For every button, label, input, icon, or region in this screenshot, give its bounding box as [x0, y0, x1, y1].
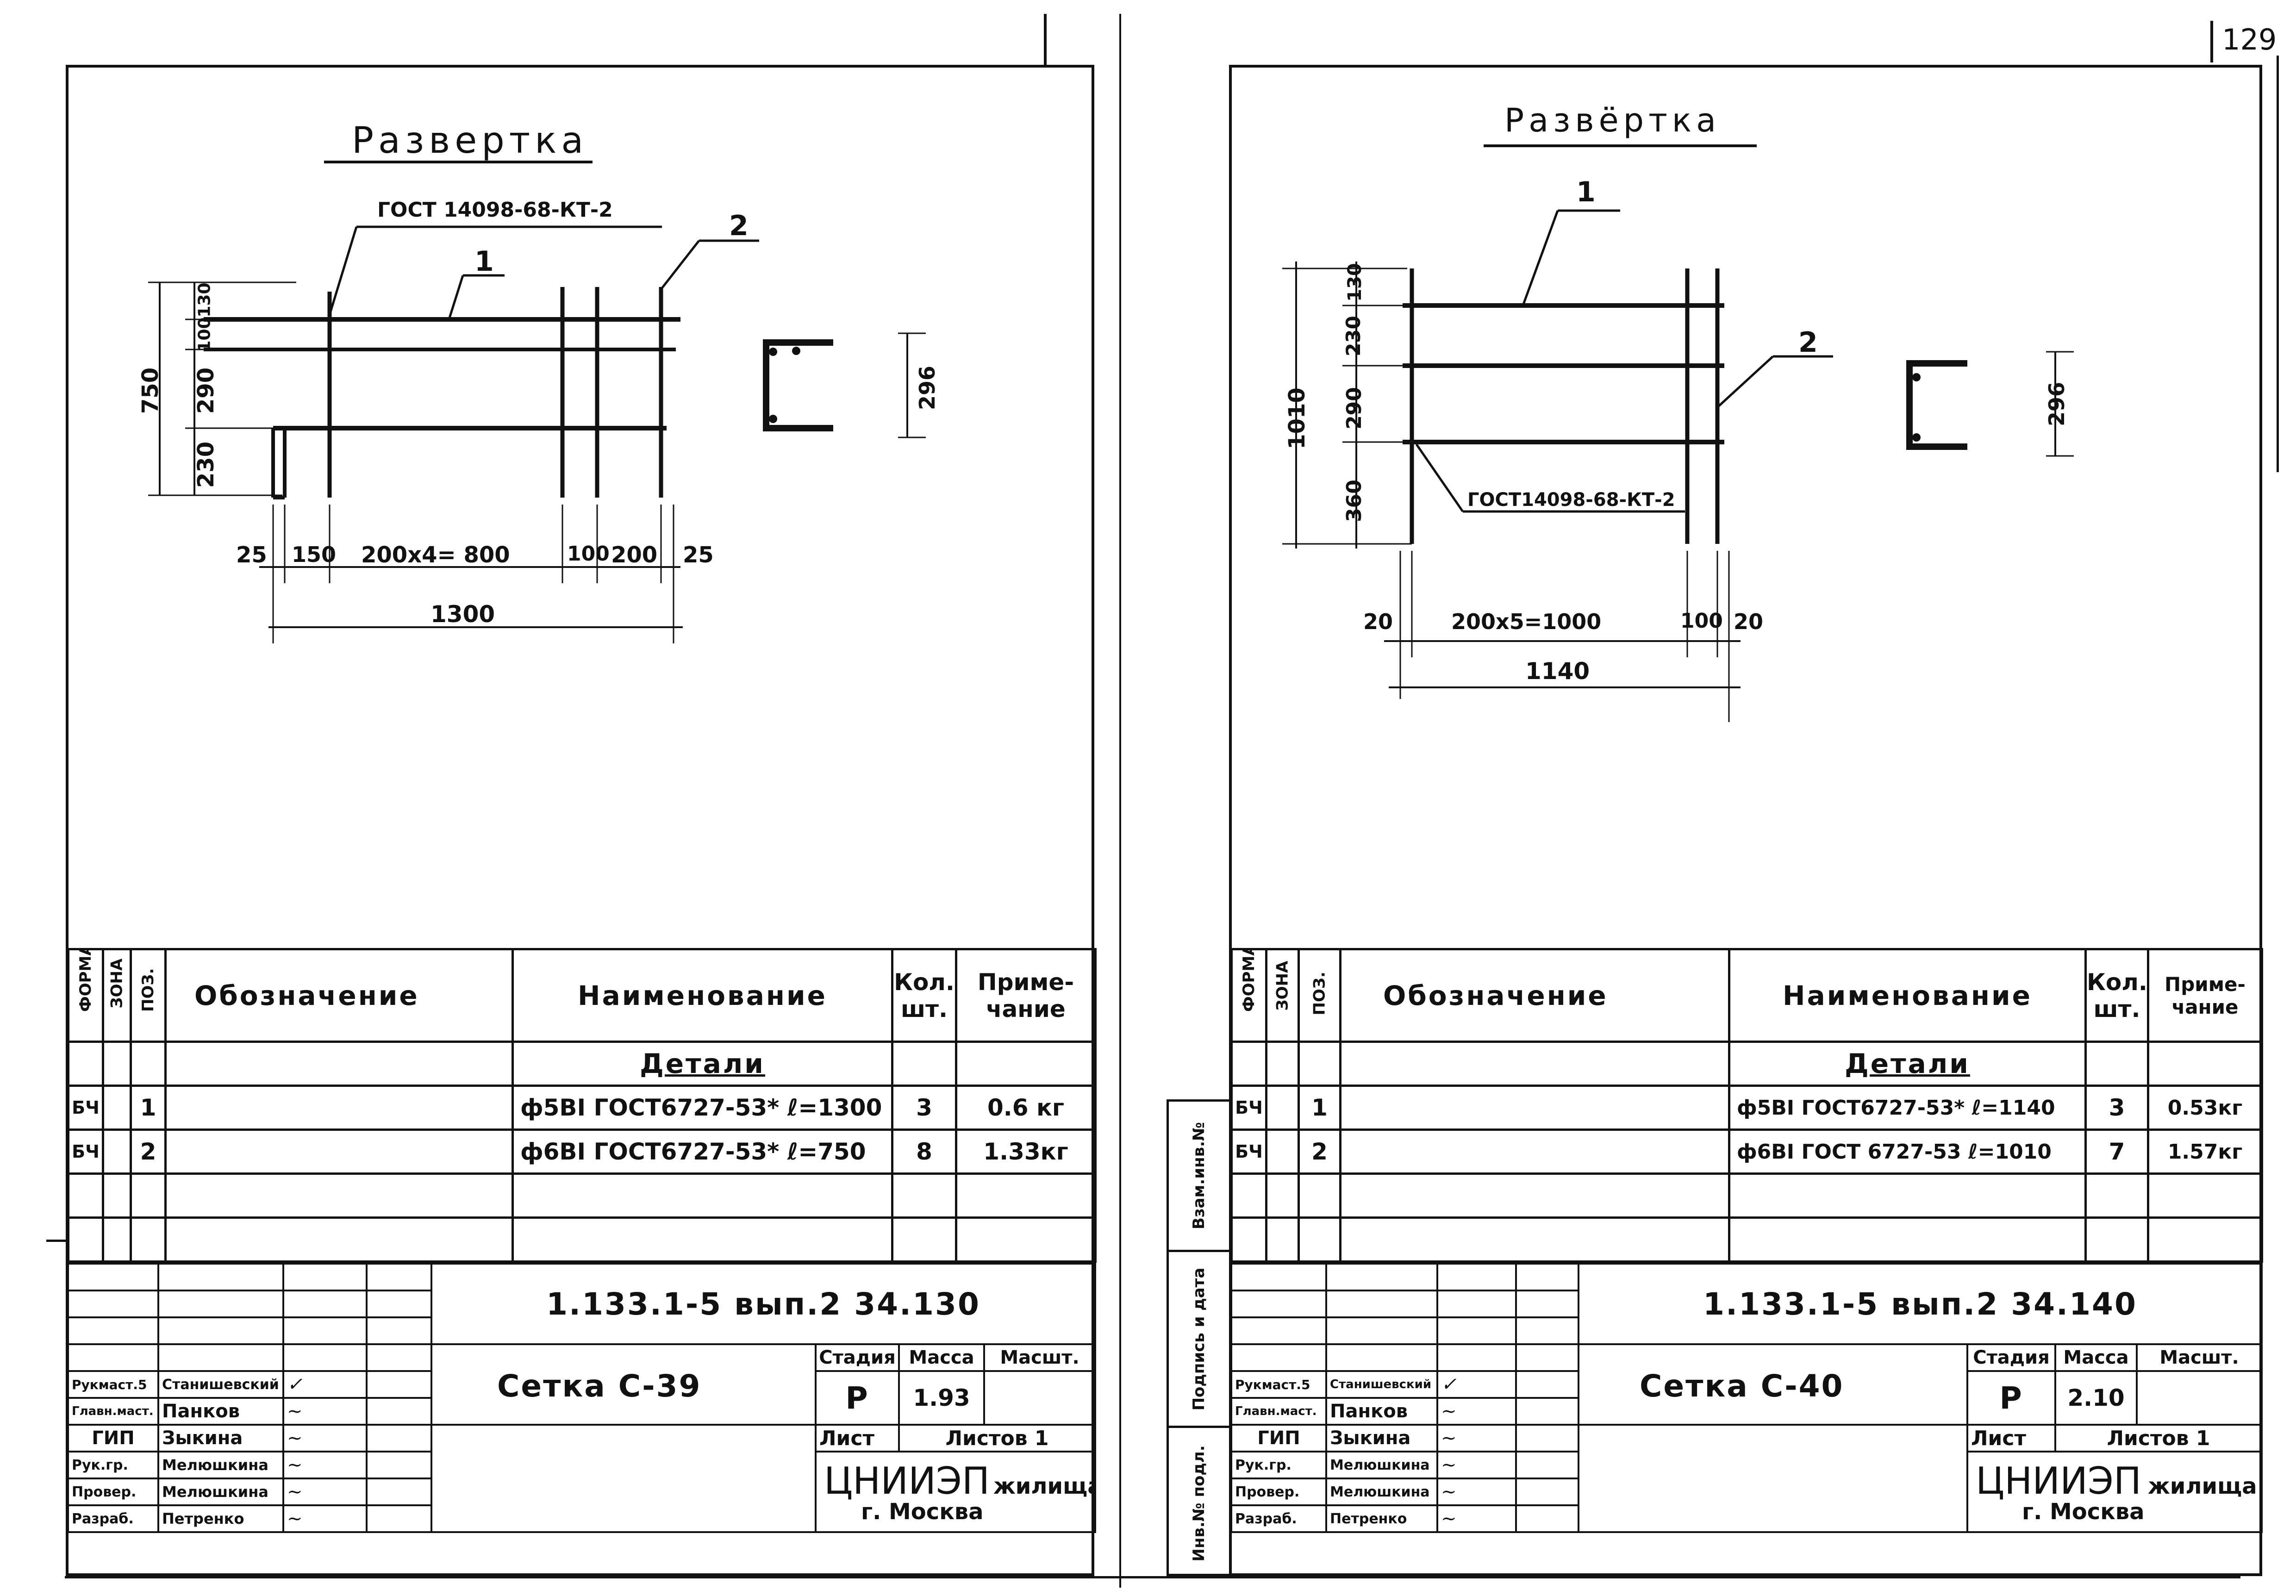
- signature: ~: [1436, 1451, 1517, 1479]
- left-dim-h-100: 100: [567, 542, 610, 566]
- left-dim-h-25a: 25: [236, 542, 267, 568]
- right-dim-1010: 1010: [1284, 387, 1310, 449]
- left-dim-h-25b: 25: [683, 542, 714, 568]
- left-dim-h-150: 150: [292, 542, 337, 567]
- right-col-designation: Обозначение: [1339, 948, 1730, 1043]
- left-org-block: ЦНИИЭП жилища г. Москва: [814, 1451, 1097, 1533]
- left-title-block: 1.133.1-5 вып.2 34.130 Сетка С-39 Стадия…: [67, 1263, 1097, 1533]
- left-dim-130: 130: [195, 282, 214, 318]
- right-spec-table: ФОРМАТ ЗОНА ПОЗ. Обозначение Наименовани…: [1230, 948, 2263, 1263]
- right-dim-h-1000: 200x5=1000: [1451, 609, 1602, 634]
- right-dim-h-100: 100: [1680, 609, 1723, 633]
- left-col-note: Приме-чание: [955, 948, 1097, 1043]
- right-pos2-label: 2: [1798, 326, 1818, 359]
- left-section-details: Детали: [512, 1041, 893, 1087]
- left-pos2-label: 2: [729, 210, 749, 242]
- top-tick-left: [1044, 14, 1047, 65]
- right-col-note: Приме-чание: [2147, 948, 2263, 1043]
- right-dim-290: 290: [1342, 387, 1366, 430]
- left-dim-h-800: 200x4= 800: [361, 542, 510, 568]
- signature: ~: [1436, 1478, 1517, 1506]
- right-col-format: ФОРМАТ: [1230, 948, 1267, 1043]
- signature: ~: [1436, 1424, 1517, 1453]
- signature: ~: [282, 1451, 368, 1479]
- right-doc-code: 1.133.1-5 вып.2 34.140: [1577, 1263, 2263, 1345]
- signature: ~: [1436, 1397, 1517, 1426]
- right-sheet-title: Сетка С-40: [1578, 1343, 1968, 1426]
- table-row: БЧ 1 ф5ВI ГОСТ6727-53* ℓ=1300 3 0.6 кг: [67, 1085, 1097, 1131]
- right-dim-360: 360: [1342, 480, 1366, 522]
- signature: ~: [282, 1397, 368, 1426]
- left-heading: Развертка: [352, 120, 588, 162]
- right-section-dim: 296: [2044, 381, 2070, 427]
- left-pos1-label: 1: [474, 245, 494, 278]
- left-margin-tick: [46, 1240, 67, 1242]
- left-dim-750: 750: [137, 367, 164, 414]
- left-col-format: ФОРМАТ: [67, 948, 104, 1043]
- right-col-zone: ЗОНА: [1265, 948, 1300, 1043]
- right-dim-130: 130: [1344, 263, 1366, 302]
- right-dim-230: 230: [1341, 316, 1365, 356]
- left-col-name: Наименование: [512, 948, 893, 1043]
- left-col-pos: ПОЗ.: [130, 948, 167, 1043]
- right-gost-ref: ГОСТ14098-68-КТ-2: [1467, 489, 1675, 511]
- right-heading: Развёртка: [1504, 101, 1721, 139]
- left-gost-ref: ГОСТ 14098-68-КТ-2: [377, 198, 613, 222]
- right-side-labels: Взам.инв.№ Подпись и дата Инв.№ подл.: [1167, 1099, 1231, 1576]
- right-col-name: Наименование: [1728, 948, 2087, 1043]
- left-section-dim: 296: [915, 365, 940, 411]
- right-org-block: ЦНИИЭП жилища г. Москва: [1966, 1451, 2263, 1533]
- left-dim-230: 230: [193, 441, 219, 488]
- left-dim-h-200: 200: [611, 542, 658, 568]
- left-col-qty: Кол.шт.: [891, 948, 957, 1043]
- signature: ✓: [282, 1370, 368, 1399]
- bottom-rule: [65, 1576, 2240, 1578]
- left-doc-code: 1.133.1-5 вып.2 34.130: [430, 1263, 1097, 1345]
- right-section-details: Детали: [1728, 1041, 2087, 1087]
- right-edge-mark: [2277, 56, 2279, 472]
- signature: ~: [282, 1424, 368, 1453]
- left-col-zone: ЗОНА: [102, 948, 132, 1043]
- left-dim-100: 100: [195, 317, 214, 352]
- left-dim-total-1300: 1300: [430, 601, 495, 628]
- right-col-pos: ПОЗ.: [1298, 948, 1341, 1043]
- right-col-qty: Кол.шт.: [2084, 948, 2149, 1043]
- signature: ✓: [1436, 1370, 1517, 1399]
- right-dim-h-20b: 20: [1734, 609, 1764, 634]
- page-number-box: [2210, 21, 2213, 62]
- right-pos1-label: 1: [1576, 176, 1596, 208]
- table-row: БЧ 2 ф6ВI ГОСТ 6727-53 ℓ=1010 7 1.57кг: [1230, 1128, 2263, 1175]
- table-row: БЧ 2 ф6ВI ГОСТ6727-53* ℓ=750 8 1.33кг: [67, 1128, 1097, 1175]
- left-spec-table: ФОРМАТ ЗОНА ПОЗ. Обозначение Наименовани…: [67, 948, 1097, 1263]
- left-dim-290: 290: [193, 367, 219, 414]
- page-number: 129: [2222, 23, 2277, 56]
- left-sheet-title: Сетка С-39: [430, 1343, 817, 1426]
- signature: ~: [282, 1478, 368, 1506]
- signature: ~: [1436, 1504, 1517, 1533]
- signature: ~: [282, 1504, 368, 1533]
- left-col-designation: Обозначение: [164, 948, 514, 1043]
- right-dim-total-1140: 1140: [1525, 658, 1590, 685]
- right-title-block: 1.133.1-5 вып.2 34.140 Сетка С-40 Стадия…: [1230, 1263, 2263, 1533]
- center-divider: [1119, 14, 1121, 1588]
- right-dim-h-20a: 20: [1363, 609, 1393, 634]
- table-row: БЧ 1 ф5ВI ГОСТ6727-53* ℓ=1140 3 0.53кг: [1230, 1085, 2263, 1131]
